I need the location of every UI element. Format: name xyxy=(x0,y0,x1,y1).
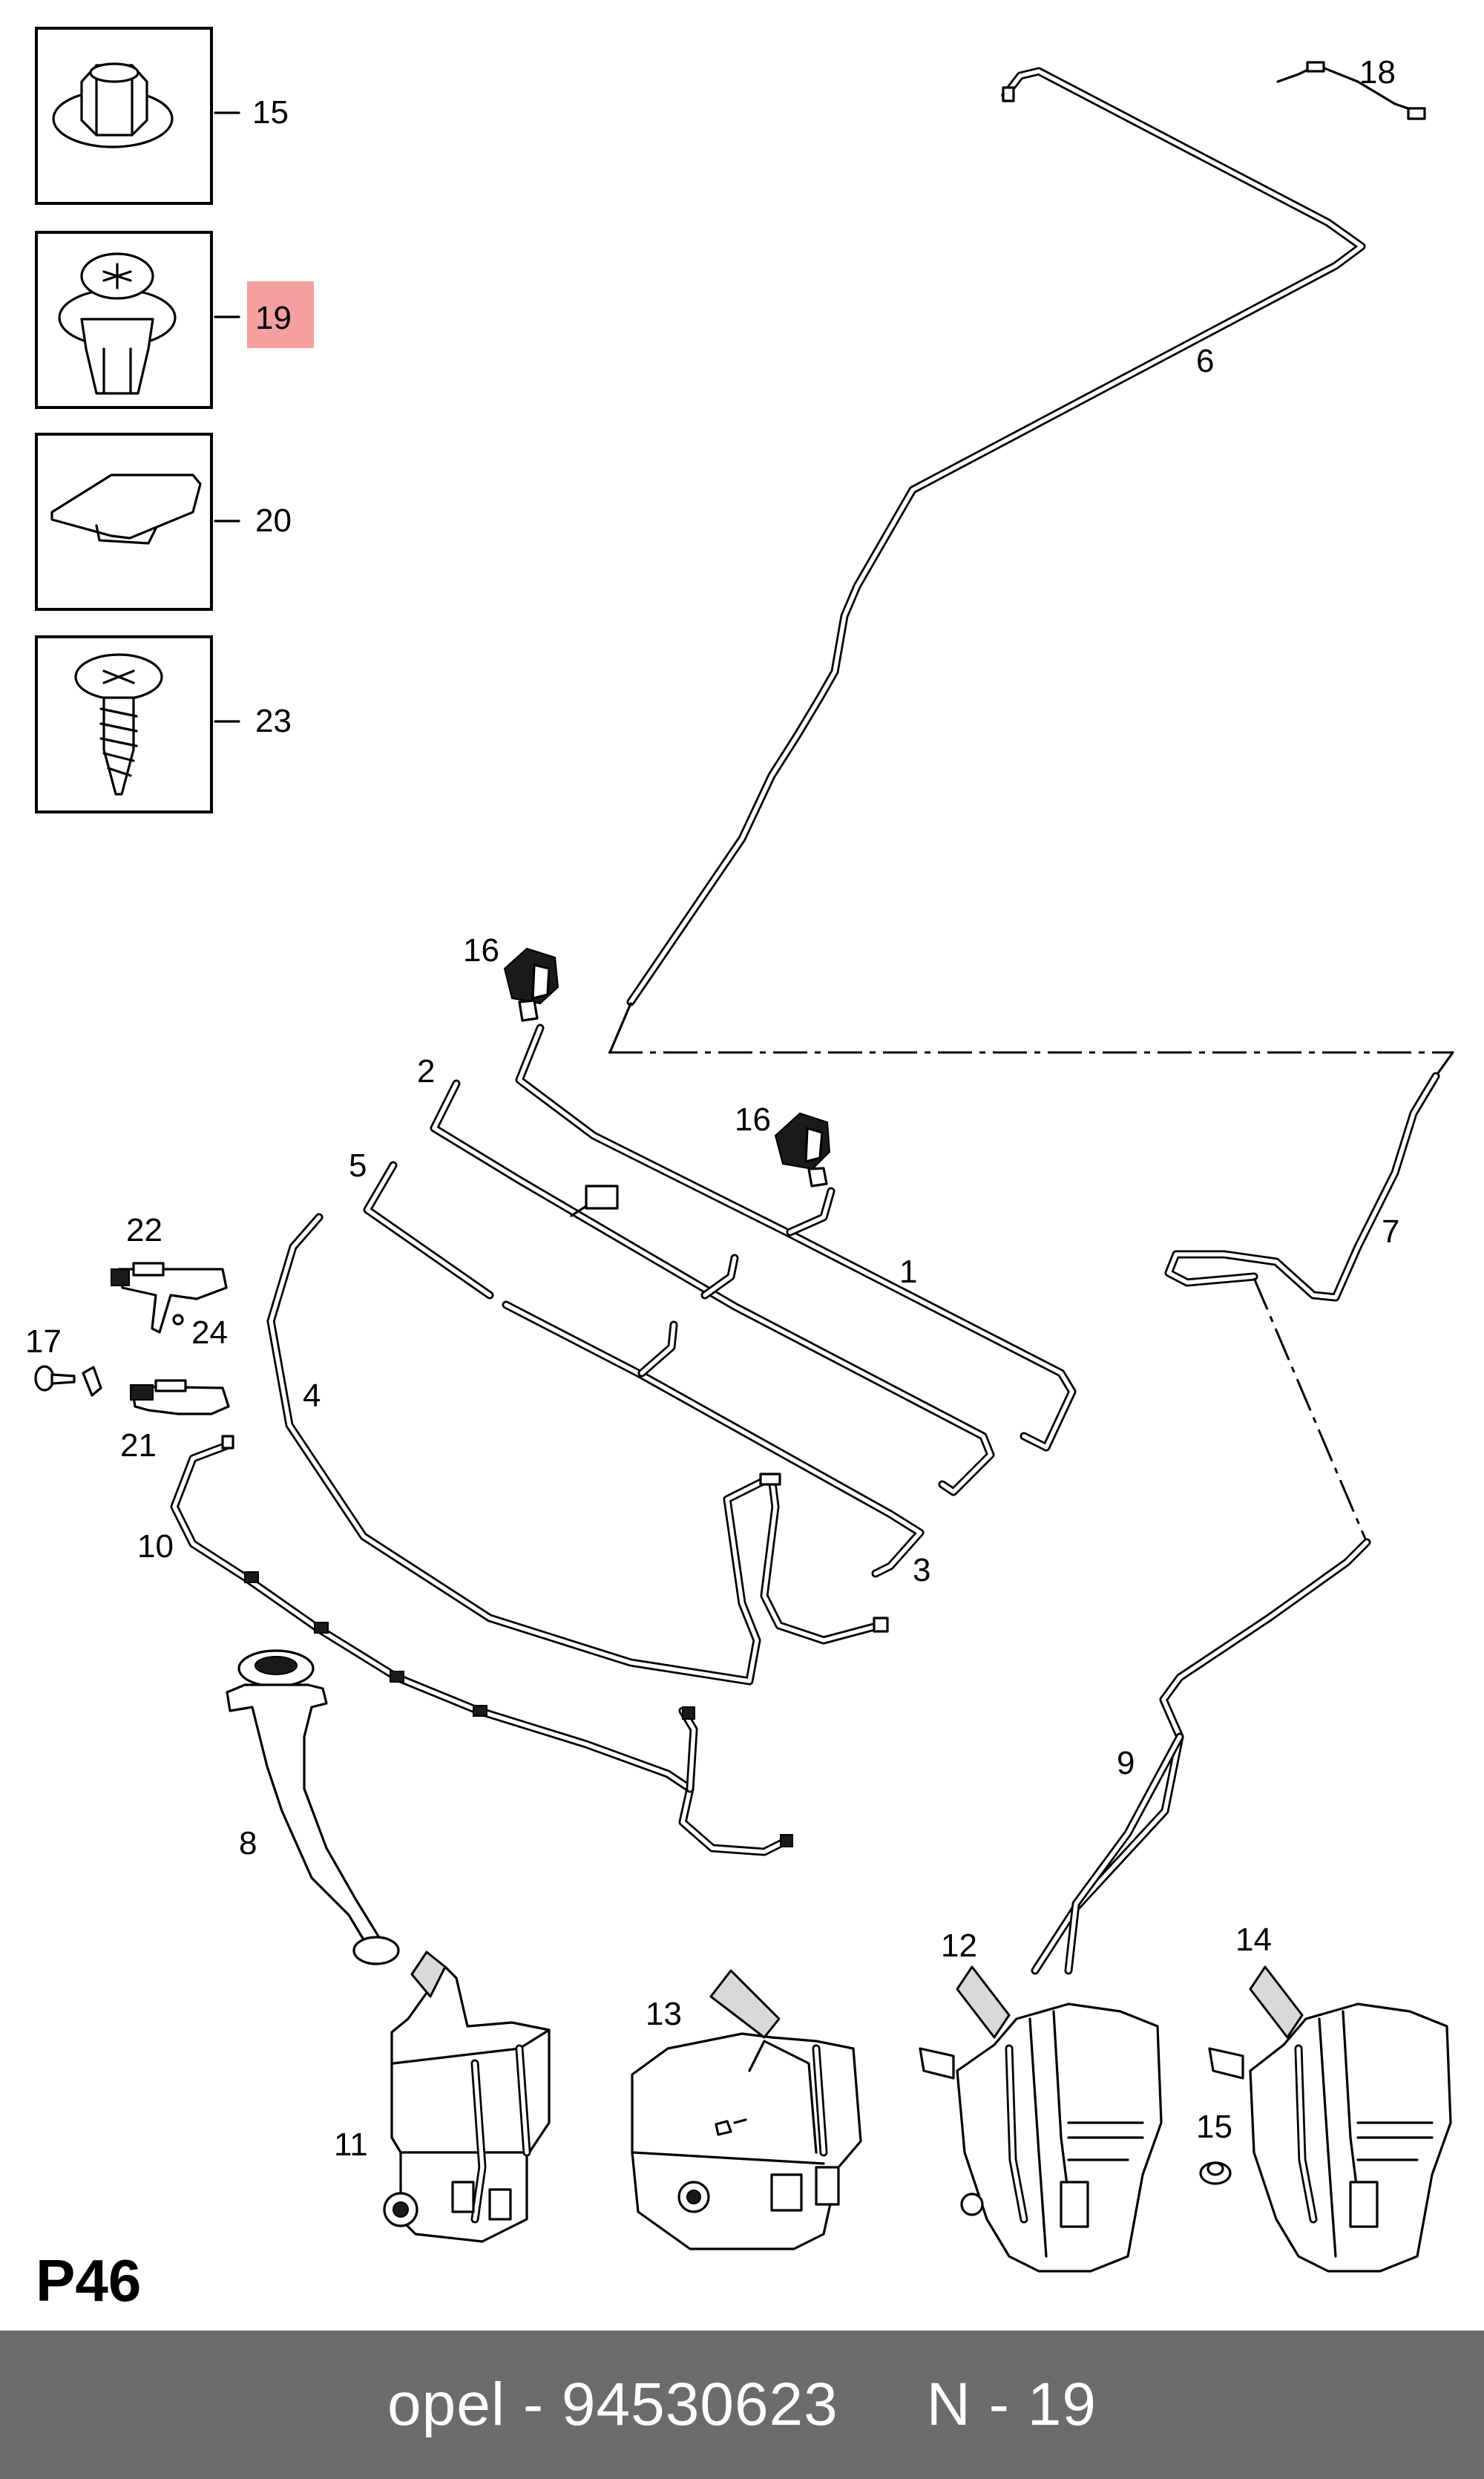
callout-14: 14 xyxy=(1235,1922,1272,1958)
legend-label-19: 19 xyxy=(255,300,292,336)
legend-label-20: 20 xyxy=(255,502,292,539)
callout-2: 2 xyxy=(417,1053,435,1090)
page-code: P46 xyxy=(36,2247,141,2313)
callout-17: 17 xyxy=(25,1323,62,1360)
push-clip-icon xyxy=(58,252,177,395)
legend-box-19: 19 xyxy=(35,231,314,409)
hose-1 xyxy=(515,1024,1077,1452)
hose-2 xyxy=(430,1079,995,1496)
washer-reservoir-14 xyxy=(1208,1965,1452,2273)
hose-9 xyxy=(1031,1538,1371,1975)
washer-nozzle-16a xyxy=(503,947,559,1022)
callout-11: 11 xyxy=(334,2126,368,2163)
hose-7 xyxy=(1164,1072,1440,1302)
wire-18 xyxy=(1276,61,1426,120)
callout-10: 10 xyxy=(137,1528,174,1565)
callout-18: 18 xyxy=(1359,54,1396,91)
pump-bracket-22 xyxy=(111,1262,228,1334)
footer-bar: opel - 94530623 N - 19 xyxy=(0,2331,1484,2479)
callout-4: 4 xyxy=(303,1378,321,1414)
screw-17 xyxy=(34,1365,102,1397)
callout-1: 1 xyxy=(899,1254,917,1290)
washer-nozzle-16b xyxy=(774,1112,831,1188)
parts-diagram: 15 19 20 23 xyxy=(25,27,1454,2313)
cap-clip-icon xyxy=(50,474,202,545)
legend-box-15: 15 xyxy=(35,27,289,205)
callout-9: 9 xyxy=(1117,1745,1135,1781)
legend-label-23: 23 xyxy=(255,703,292,739)
pump-bracket-21 xyxy=(130,1379,234,1450)
callout-5: 5 xyxy=(349,1147,367,1184)
washer-reservoir-11 xyxy=(383,1951,551,2243)
callout-16a: 16 xyxy=(463,932,499,969)
nut-15-small xyxy=(1199,2161,1232,2185)
hose-5 xyxy=(363,1161,494,1300)
hose-4 xyxy=(266,1213,889,1686)
callout-8: 8 xyxy=(239,1825,257,1861)
tapping-screw-icon xyxy=(74,653,163,796)
hose-6 xyxy=(626,67,1366,1006)
callout-7: 7 xyxy=(1382,1214,1399,1250)
highlight-19 xyxy=(247,281,314,348)
callout-6: 6 xyxy=(1196,343,1214,379)
callout-16b: 16 xyxy=(735,1101,771,1138)
filler-neck-8 xyxy=(226,1649,400,1965)
callout-15: 15 xyxy=(1196,2109,1232,2145)
legend-box-23: 23 xyxy=(35,635,292,813)
washer-reservoir-13 xyxy=(631,1969,862,2250)
callout-13: 13 xyxy=(646,1996,682,2032)
flange-nut-icon xyxy=(52,62,174,148)
callout-22: 22 xyxy=(126,1212,162,1248)
callout-3: 3 xyxy=(913,1552,930,1588)
footer-text: opel - 94530623 N - 19 xyxy=(387,2371,1097,2438)
callout-21: 21 xyxy=(120,1427,157,1464)
washer-reservoir-12 xyxy=(919,1965,1163,2273)
hose-10 xyxy=(170,1441,793,1856)
callout-12: 12 xyxy=(941,1928,977,1964)
legend-label-15: 15 xyxy=(252,94,289,131)
legend-box-20: 20 xyxy=(35,433,292,611)
callout-24: 24 xyxy=(191,1314,228,1351)
hose-3 xyxy=(502,1300,925,1578)
